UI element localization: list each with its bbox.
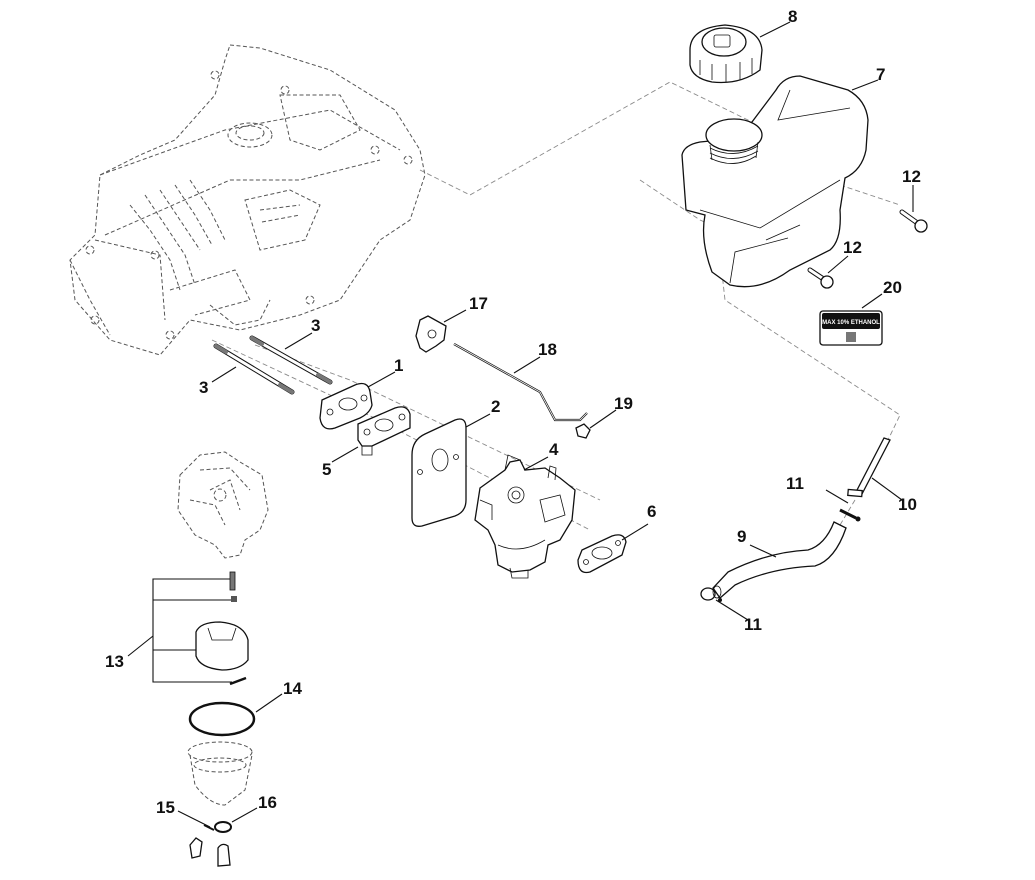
callout-3[interactable]: 3 xyxy=(311,316,320,335)
callout-19[interactable]: 19 xyxy=(614,394,633,413)
callout-14[interactable]: 14 xyxy=(283,679,302,698)
fuel-bowl-reference xyxy=(187,741,253,806)
stud-upper xyxy=(249,335,333,385)
intake-gasket xyxy=(319,382,373,430)
bolt-upper xyxy=(899,209,928,233)
callout-2[interactable]: 2 xyxy=(491,397,500,416)
decal-text: MAX 10% ETHANOL xyxy=(822,320,880,326)
sealing-washer xyxy=(214,821,232,833)
hose-clamp-upper xyxy=(839,508,861,522)
bowl-o-ring xyxy=(188,701,256,737)
stud-lower xyxy=(213,343,295,395)
callout-11[interactable]: 11 xyxy=(786,474,804,493)
callout-20[interactable]: 20 xyxy=(883,278,902,297)
bolt-lower xyxy=(807,267,834,289)
fuel-filter xyxy=(847,437,891,498)
callout-15[interactable]: 15 xyxy=(156,798,175,817)
callout-11[interactable]: 11 xyxy=(744,615,762,634)
needle-seat xyxy=(231,596,237,602)
gasket-plate xyxy=(411,418,467,527)
callout-18[interactable]: 18 xyxy=(538,340,557,359)
fuel-hose xyxy=(712,521,847,599)
engine-block-reference xyxy=(69,44,426,356)
callout-12[interactable]: 12 xyxy=(843,238,862,257)
callout-17[interactable]: 17 xyxy=(469,294,488,313)
bowl-fasteners-reference xyxy=(189,837,231,867)
carburetor-reference xyxy=(177,451,269,559)
float-needle xyxy=(229,571,236,591)
callout-4[interactable]: 4 xyxy=(549,440,559,459)
callout-1[interactable]: 1 xyxy=(394,356,403,375)
callout-5[interactable]: 5 xyxy=(322,460,331,479)
governor-link-rod xyxy=(453,343,588,422)
callout-7[interactable]: 7 xyxy=(876,65,885,84)
callout-8[interactable]: 8 xyxy=(788,7,797,26)
fuel-cap xyxy=(689,24,763,84)
callout-9[interactable]: 9 xyxy=(737,527,746,546)
float-pin xyxy=(229,676,247,686)
governor-bracket xyxy=(415,315,447,353)
callout-16[interactable]: 16 xyxy=(258,793,277,812)
callout-6[interactable]: 6 xyxy=(647,502,656,521)
ethanol-warning-decal: MAX 10% ETHANOL xyxy=(819,310,883,346)
float xyxy=(195,621,249,671)
carburetor xyxy=(474,454,576,579)
callout-13[interactable]: 13 xyxy=(105,652,124,671)
callouts: 1 2 3 3 4 5 6 7 8 9 10 11 11 12 12 13 14… xyxy=(105,7,921,817)
link-clip xyxy=(575,423,591,439)
carburetor-gasket xyxy=(577,534,627,574)
callout-10[interactable]: 10 xyxy=(898,495,917,514)
fuel-tank xyxy=(681,75,869,288)
callout-3[interactable]: 3 xyxy=(199,378,208,397)
insulator-spacer xyxy=(357,406,411,456)
hose-clamp-lower xyxy=(700,587,722,602)
leader-lines xyxy=(127,21,914,828)
drain-screw xyxy=(203,824,215,831)
qr-code-icon xyxy=(846,332,856,342)
callout-12[interactable]: 12 xyxy=(902,167,921,186)
float-kit xyxy=(152,571,249,686)
